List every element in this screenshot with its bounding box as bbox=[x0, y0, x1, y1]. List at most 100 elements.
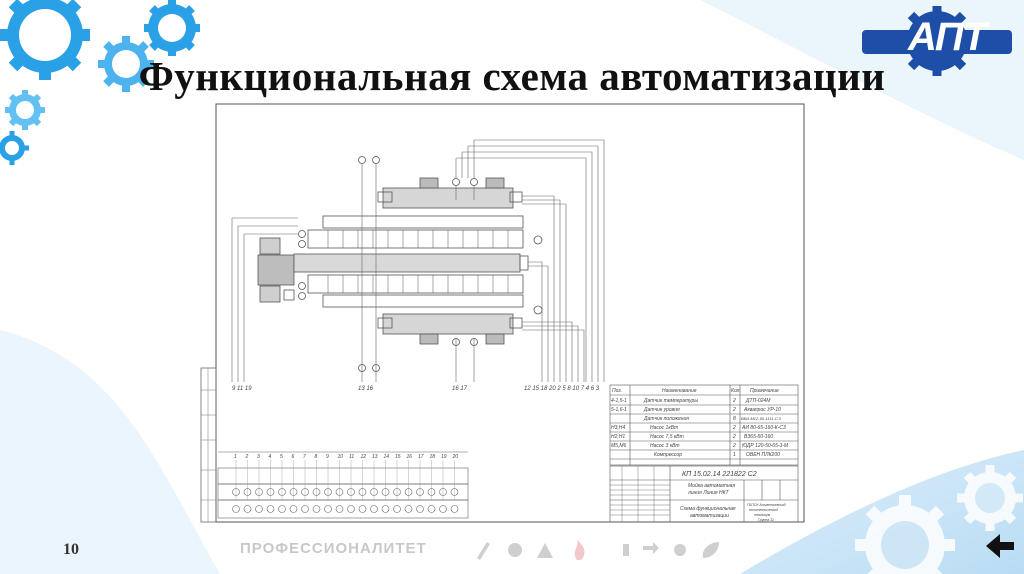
instrument-gauge bbox=[393, 505, 401, 513]
spec-cell: Насос 3 кВт bbox=[650, 443, 680, 449]
spec-header: Примечание bbox=[750, 388, 779, 394]
instrument-number: 7 bbox=[303, 454, 306, 460]
right-tags: 12 15 18 20 2 5 8 10 7 4 6 3 bbox=[524, 386, 600, 392]
mid-tags-b: 16 17 bbox=[452, 386, 468, 392]
spec-cell: 8 bbox=[733, 416, 736, 422]
instrument-gauge bbox=[301, 488, 309, 496]
instrument-gauge bbox=[266, 488, 275, 496]
slide-title: Функциональная схема автоматизации bbox=[138, 53, 886, 99]
instrument-number: 12 bbox=[361, 454, 367, 460]
drawing-name: Мойка автоматная bbox=[688, 482, 735, 489]
spec-cell: 2 bbox=[732, 398, 736, 404]
spec-cell: 2 bbox=[732, 443, 736, 449]
gear-icon bbox=[0, 131, 29, 165]
spec-cell: Насос 1кВт bbox=[650, 425, 678, 431]
instrument-number: 15 bbox=[395, 454, 401, 460]
footer-brand: ПРОФЕССИОНАЛИТЕТ bbox=[240, 540, 427, 557]
instrument-gauge bbox=[381, 488, 390, 496]
instrument-gauge bbox=[232, 505, 240, 513]
instrument-gauge bbox=[278, 488, 286, 496]
instrument-gauge bbox=[416, 488, 424, 496]
instrument-gauge bbox=[232, 488, 240, 496]
spec-cell: АИ 80-65-160-К-С3 bbox=[741, 425, 786, 431]
spec-cell: ВЗ65-50-160 bbox=[744, 434, 773, 440]
spec-cell: 2 bbox=[732, 407, 736, 413]
signal-lines bbox=[231, 139, 605, 382]
instrument-gauge bbox=[324, 505, 332, 513]
instrument-gauge bbox=[289, 505, 298, 513]
functional-automation-diagram: 9 11 19 13 16 16 17 12 15 18 20 2 5 8 10… bbox=[198, 100, 810, 530]
organization: техникум bbox=[754, 513, 771, 517]
instrument-number: 3 bbox=[257, 454, 260, 460]
instrument-number: 20 bbox=[452, 454, 459, 460]
instrument-gauge bbox=[439, 488, 447, 496]
logo-text: АПТ bbox=[908, 15, 987, 59]
instrument-gauge bbox=[370, 505, 378, 513]
group: Группа 31 bbox=[758, 518, 774, 522]
drawing-code: КП 15.02.14 221822 С2 bbox=[682, 471, 757, 478]
organization: ГБПОУ Альметьевский bbox=[747, 503, 786, 507]
arrows-icon bbox=[643, 542, 659, 554]
instrument-gauge bbox=[404, 488, 413, 496]
instrument-number: 18 bbox=[430, 454, 436, 460]
instrument-gauge bbox=[255, 505, 263, 513]
organization: политехнический bbox=[749, 508, 778, 512]
spec-cell: 1 bbox=[733, 452, 736, 458]
spec-cell: 2 bbox=[732, 434, 736, 440]
gear-icon bbox=[0, 0, 90, 80]
instrument-gauge bbox=[404, 505, 413, 513]
spec-cell: 5-1,6-1 bbox=[611, 407, 627, 413]
plug-icon bbox=[623, 544, 629, 556]
spec-cell: Датчик уровня bbox=[643, 407, 680, 413]
spec-cell: ОВЕН ПЛК200 bbox=[746, 452, 780, 458]
drawing-name: линия Линия НКТ bbox=[687, 490, 730, 496]
instrument-gauge bbox=[312, 488, 321, 496]
instrument-number: 13 bbox=[372, 454, 378, 460]
instrument-gauge bbox=[358, 488, 367, 496]
instrument-number: 10 bbox=[338, 454, 344, 460]
instrument-number: 9 bbox=[326, 454, 329, 460]
instrument-gauge bbox=[393, 488, 401, 496]
instrument-number: 2 bbox=[245, 454, 249, 460]
spec-cell: Компрессор bbox=[654, 452, 682, 458]
instrument-strip bbox=[217, 451, 469, 519]
instrument-gauge bbox=[450, 488, 459, 496]
instrument-gauge bbox=[243, 488, 252, 496]
instrument-number: 11 bbox=[349, 454, 354, 460]
footer-icons bbox=[477, 540, 719, 560]
instrument-gauge bbox=[427, 488, 436, 496]
instrument-gauge bbox=[301, 505, 309, 513]
wheel-icon bbox=[674, 544, 686, 556]
instrument-number: 17 bbox=[418, 454, 424, 460]
spec-cell: ДТП-024М bbox=[745, 398, 771, 404]
instrument-number: 5 bbox=[280, 454, 283, 460]
back-arrow-icon[interactable] bbox=[982, 528, 1018, 564]
spec-cell: Насос 7,5 кВт bbox=[650, 434, 684, 440]
instrument-gauge bbox=[243, 505, 252, 513]
pen-icon bbox=[477, 542, 490, 560]
spec-cell: 4-1,5-1 bbox=[611, 398, 627, 404]
instrument-gauge bbox=[439, 505, 447, 513]
instrument-gauge bbox=[347, 488, 355, 496]
spec-cell: ВБИ-М12-65-1111-С.3 bbox=[741, 416, 782, 421]
spec-cell: 2 bbox=[732, 425, 736, 431]
gear-icon bbox=[144, 0, 200, 56]
document-title: автоматизации bbox=[690, 513, 729, 519]
instrument-gauge bbox=[289, 488, 298, 496]
specification-table bbox=[609, 384, 799, 466]
instrument-number: 16 bbox=[407, 454, 413, 460]
gear-icon bbox=[5, 90, 45, 130]
spec-header: Наименование bbox=[662, 388, 697, 394]
gear-icon bbox=[508, 543, 522, 557]
instrument-gauge bbox=[266, 505, 275, 513]
leaf-icon bbox=[702, 542, 719, 558]
spec-cell: ЮДР 120-50-65-3-М bbox=[742, 443, 789, 449]
page-number: 10 bbox=[63, 541, 79, 558]
instrument-gauge bbox=[324, 488, 332, 496]
gear-icon bbox=[98, 36, 154, 92]
instrument-columns bbox=[232, 460, 459, 513]
spec-cell: Датчик положения bbox=[643, 416, 689, 422]
washing-line-drawing bbox=[257, 156, 543, 372]
instrument-gauge bbox=[312, 505, 321, 513]
instrument-gauge bbox=[335, 505, 344, 513]
